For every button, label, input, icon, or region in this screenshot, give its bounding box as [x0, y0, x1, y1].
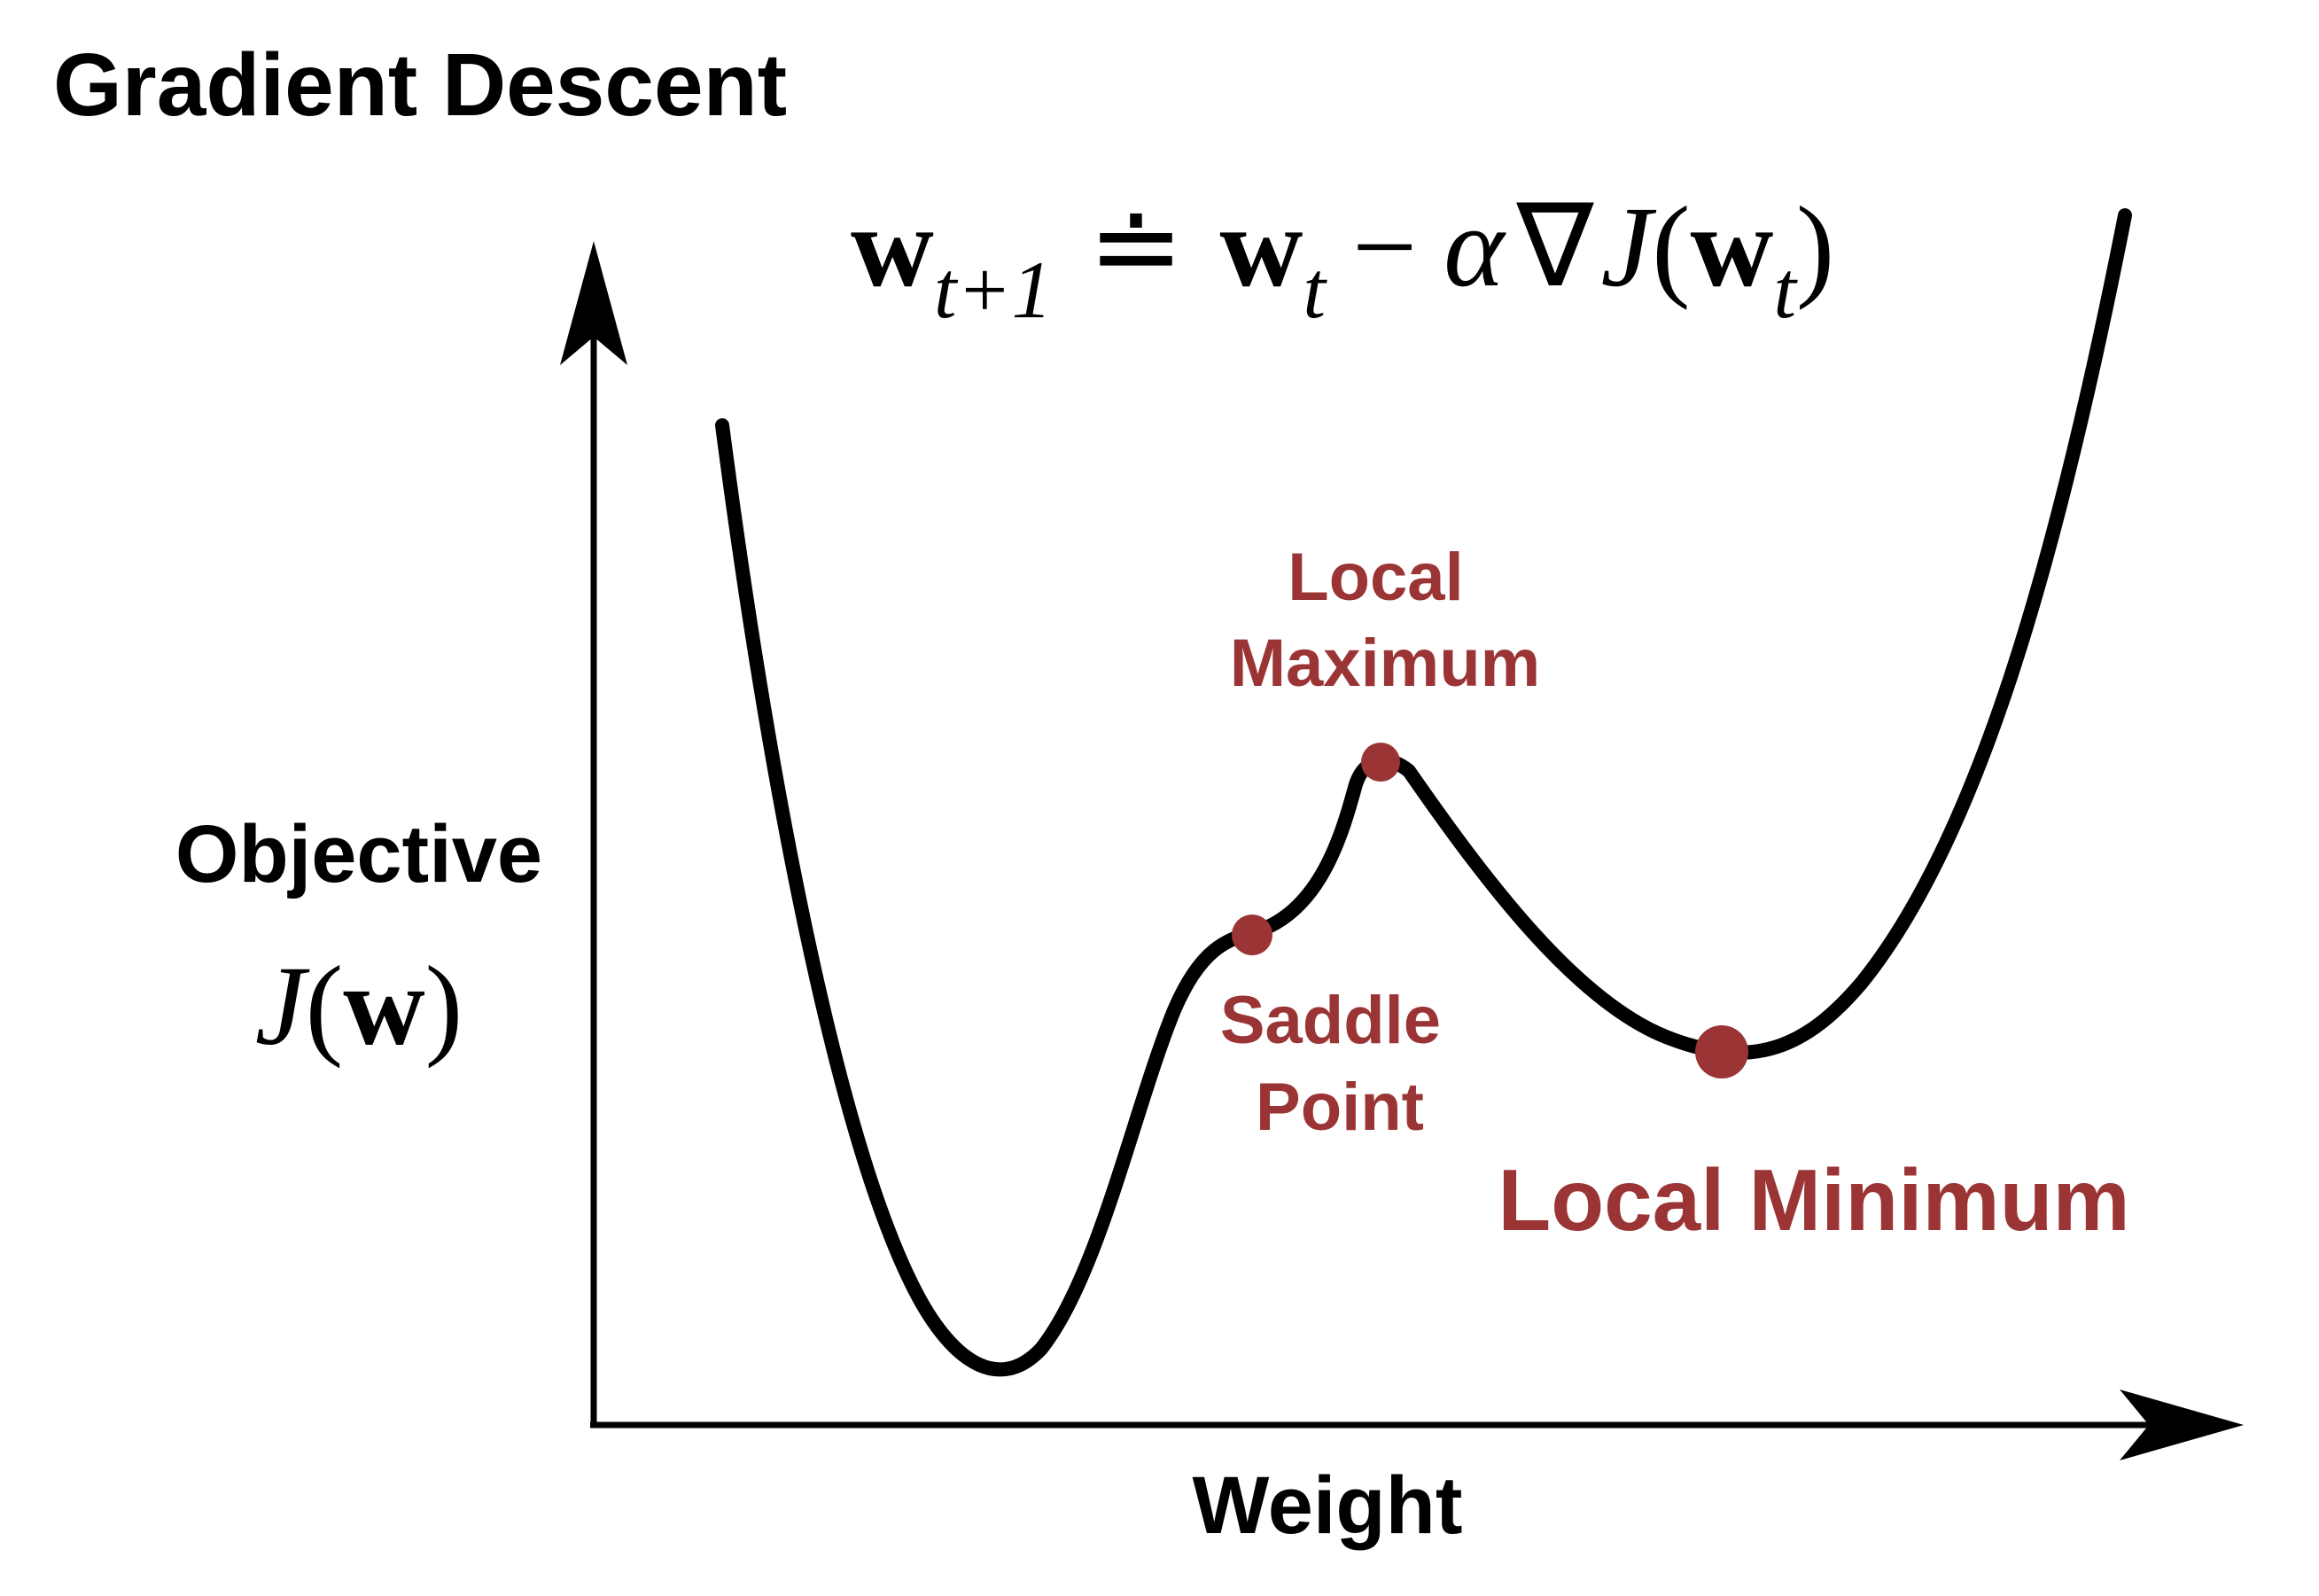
y-axis-symbol: J(w)	[255, 943, 463, 1069]
y-axis-arrowhead	[560, 241, 627, 365]
update-rule-formula: wt+1≐wt−α∇J(wt)	[851, 183, 1834, 335]
saddle-point-label-line1: Saddle	[1220, 983, 1441, 1058]
local-maximum-label: Local Maximum	[1230, 540, 1541, 701]
saddle-point-label: Saddle Point	[1220, 983, 1459, 1145]
y-axis-label: Objective	[175, 809, 542, 899]
axes	[560, 241, 2244, 1460]
local-maximum-label-line1: Local	[1288, 540, 1464, 615]
x-axis-label: Weight	[1193, 1460, 1463, 1551]
local-maximum-marker	[1361, 743, 1400, 782]
saddle-point-marker	[1232, 915, 1272, 955]
x-axis-arrowhead	[2120, 1390, 2244, 1460]
local-minimum-marker	[1695, 1025, 1748, 1078]
local-minimum-label: Local Minimum	[1498, 1151, 2129, 1249]
local-maximum-label-line2: Maximum	[1230, 626, 1541, 701]
saddle-point-label-line2: Point	[1256, 1070, 1424, 1145]
diagram-title: Gradient Descent	[53, 35, 787, 135]
objective-curve	[715, 208, 2132, 1377]
